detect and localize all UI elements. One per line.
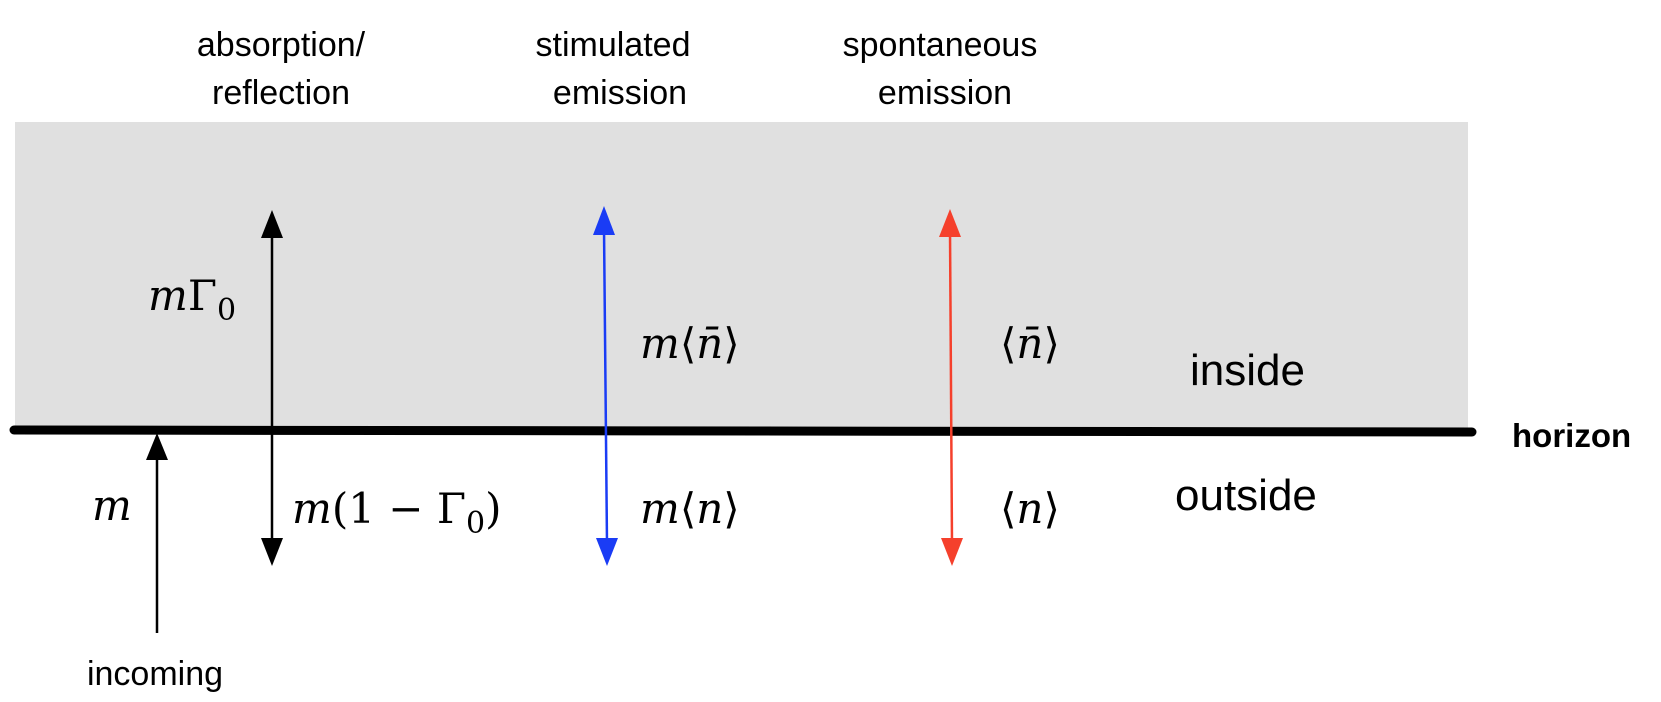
gamma-symbol: Γ (188, 271, 217, 320)
heading-spontaneous-line2: emission (878, 74, 1012, 112)
horizon-line (9, 425, 1477, 437)
spontaneous-arrowhead-down (941, 538, 963, 566)
heading-spontaneous-line1: spontaneous (843, 26, 1038, 64)
label-nbar: ⟨n̄⟩ (1000, 319, 1060, 368)
heading-absorption-line2: reflection (212, 74, 350, 112)
label-m-nbar: m⟨n̄⟩ (640, 319, 740, 368)
absorption-arrowhead-down (261, 538, 283, 566)
stimulated-arrowhead-down (596, 538, 618, 566)
label-m-gamma0: mΓ0 (148, 271, 236, 328)
inside-label: inside (1190, 346, 1305, 395)
spontaneous-arrowhead-up (939, 209, 961, 237)
label-n: ⟨n⟩ (1000, 484, 1060, 533)
spontaneous-arrow (948, 229, 954, 545)
sub-zero: 0 (217, 293, 236, 328)
stimulated-arrowhead-up (593, 206, 615, 235)
label-m-n: m⟨n⟩ (640, 484, 740, 533)
label-m-incoming: m (92, 481, 132, 530)
incoming-label: incoming (87, 655, 223, 693)
absorption-arrowhead-up (261, 210, 283, 238)
heading-stimulated-line2: emission (553, 74, 687, 112)
stimulated-arrow (602, 227, 609, 545)
label-m-one-minus-gamma0: m(1 − Γ0) (292, 484, 501, 541)
inside-region (15, 122, 1468, 429)
heading-stimulated-line1: stimulated (536, 26, 691, 64)
outside-label: outside (1175, 471, 1317, 520)
m-symbol: m (148, 271, 188, 320)
heading-absorption-line1: absorption/ (197, 26, 366, 64)
horizon-label: horizon (1512, 417, 1631, 454)
incoming-arrowhead (146, 433, 168, 460)
